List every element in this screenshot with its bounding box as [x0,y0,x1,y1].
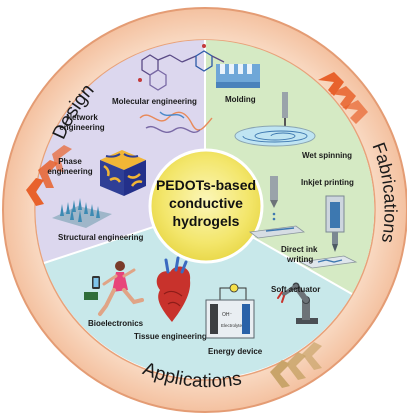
center-hub [148,148,264,264]
label-direct-ink-writing-line2: writing [286,255,313,264]
label-molecular-engineering: Molecular engineering [112,97,197,106]
label-soft-actuator: Soft actuator [271,285,320,294]
robotic-arm-icon [277,282,318,324]
energy-device-icon: OH⁻ Electrolyte [205,283,255,339]
wet-spinning-icon [234,92,316,147]
label-tissue-engineering: Tissue engineering [134,332,207,341]
center-title-line3: hydrogels [173,213,240,229]
label-inkjet-printing: Inkjet printing [301,178,354,187]
label-energy-device: Energy device [208,347,263,356]
label-phase-engineering-line2: engineering [47,167,92,176]
application-sector [44,210,352,379]
center-title-line1: PEDOTs-based [156,177,256,193]
energy-oh-label: OH⁻ [222,312,233,318]
label-phase-engineering-line1: Phase [58,157,82,166]
mold-icon [216,64,260,88]
label-structural-engineering: Structural engineering [58,233,143,242]
label-bioelectronics: Bioelectronics [88,319,144,328]
label-network-engineering-line2: engineering [59,123,104,132]
chevron-arrows-right [318,72,368,124]
direct-ink-writing-icon [298,195,358,269]
chevron-arrows-bottom [270,342,322,388]
phase-cube-icon [100,150,146,196]
energy-electrolyte-label: Electrolyte [221,323,243,328]
runner-figure-icon [84,261,144,316]
label-network-engineering-line1: Network [66,113,98,122]
molecule-structure-icon [138,44,225,91]
heart-icon [156,256,191,322]
inkjet-printer-icon [248,176,306,239]
chevron-arrows-left [26,145,72,206]
structural-array-icon [52,198,112,228]
label-molding: Molding [225,95,256,104]
label-wet-spinning: Wet spinning [302,151,352,160]
label-direct-ink-writing-line1: Direct ink [281,245,318,254]
center-title-line2: conductive [169,195,243,211]
network-strand-icon [139,111,213,133]
